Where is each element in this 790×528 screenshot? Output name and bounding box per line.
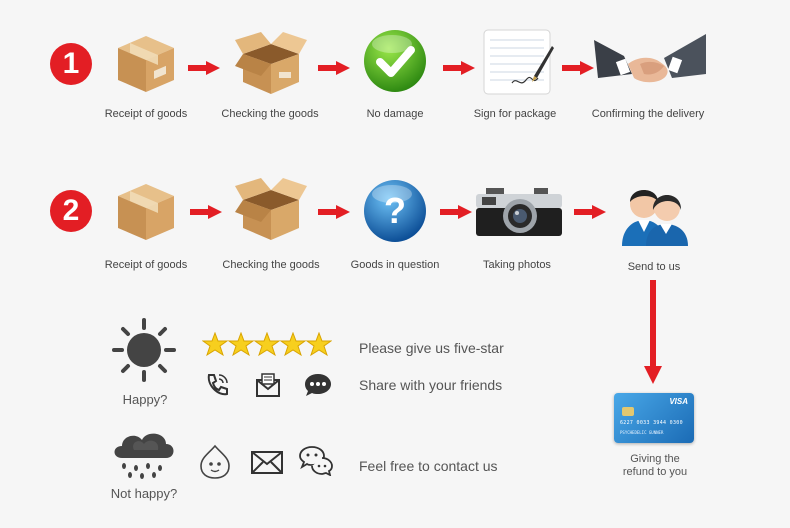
refund-line1: Giving the xyxy=(630,453,680,465)
happy-label: Happy? xyxy=(122,392,168,407)
star-icon xyxy=(227,332,255,357)
arrow-right-icon xyxy=(190,205,222,219)
rain-cloud-icon xyxy=(114,433,174,479)
open-box-icon xyxy=(235,32,307,94)
card-number: 6227 0033 3944 0300 xyxy=(620,420,683,426)
five-star-text: Please give us five-star xyxy=(359,340,504,356)
not-happy-label: Not happy? xyxy=(110,486,178,501)
arrow-right-icon xyxy=(188,61,220,75)
arrow-right-icon xyxy=(574,205,606,219)
signature-paper-icon xyxy=(483,29,554,95)
five-star-rating xyxy=(202,332,332,357)
star-icon xyxy=(279,332,307,357)
row1-step5-label: Confirming the delivery xyxy=(591,108,705,120)
arrow-right-icon xyxy=(443,61,475,75)
row2-step2-label: Checking the goods xyxy=(222,259,320,271)
refund-text: Giving the refund to you xyxy=(623,453,687,479)
green-check-icon xyxy=(364,30,426,92)
envelope-icon xyxy=(251,451,283,474)
arrow-right-icon xyxy=(562,61,594,75)
mail-icon xyxy=(256,373,280,397)
support-people-icon xyxy=(622,190,688,246)
svg-text:?: ? xyxy=(384,190,406,231)
row2-step5-label: Send to us xyxy=(627,261,681,273)
star-icon xyxy=(305,332,332,357)
refund-line2: refund to you xyxy=(622,466,688,478)
credit-card-icon: VISA 6227 0033 3944 0300 PSYCHEDELIC GUN… xyxy=(614,393,694,443)
row2-step3-label: Goods in question xyxy=(350,259,440,271)
star-icon xyxy=(253,332,281,357)
wechat-icon xyxy=(299,446,333,476)
question-mark-icon: ? xyxy=(364,180,426,242)
qq-chat-icon xyxy=(200,444,230,479)
row1-step2-label: Checking the goods xyxy=(221,108,319,120)
closed-box-icon xyxy=(118,184,174,240)
card-chip-icon xyxy=(622,407,634,416)
row2-step4-label: Taking photos xyxy=(483,259,551,271)
row1-step3-label: No damage xyxy=(366,108,424,120)
row1-step1-label: Receipt of goods xyxy=(104,108,188,120)
card-holder: PSYCHEDELIC GUNNER xyxy=(620,430,664,435)
share-text: Share with your friends xyxy=(359,377,503,393)
phone-icon xyxy=(207,374,228,396)
closed-box-icon xyxy=(118,36,174,92)
step-badge-1: 1 xyxy=(50,43,92,85)
arrow-down-icon xyxy=(644,280,662,384)
step-badge-2: 2 xyxy=(50,190,92,232)
card-brand: VISA xyxy=(669,397,688,406)
handshake-icon xyxy=(594,34,706,83)
camera-icon xyxy=(476,188,562,236)
row2-step1-label: Receipt of goods xyxy=(104,259,188,271)
chat-bubble-icon xyxy=(305,374,331,396)
contact-text: Feel free to contact us xyxy=(359,458,498,474)
row1-step4-label: Sign for package xyxy=(473,108,557,120)
arrow-right-icon xyxy=(318,61,350,75)
sun-icon xyxy=(112,318,176,382)
arrow-right-icon xyxy=(318,205,350,219)
open-box-icon xyxy=(235,178,307,240)
star-icon xyxy=(202,332,229,357)
arrow-right-icon xyxy=(440,205,472,219)
